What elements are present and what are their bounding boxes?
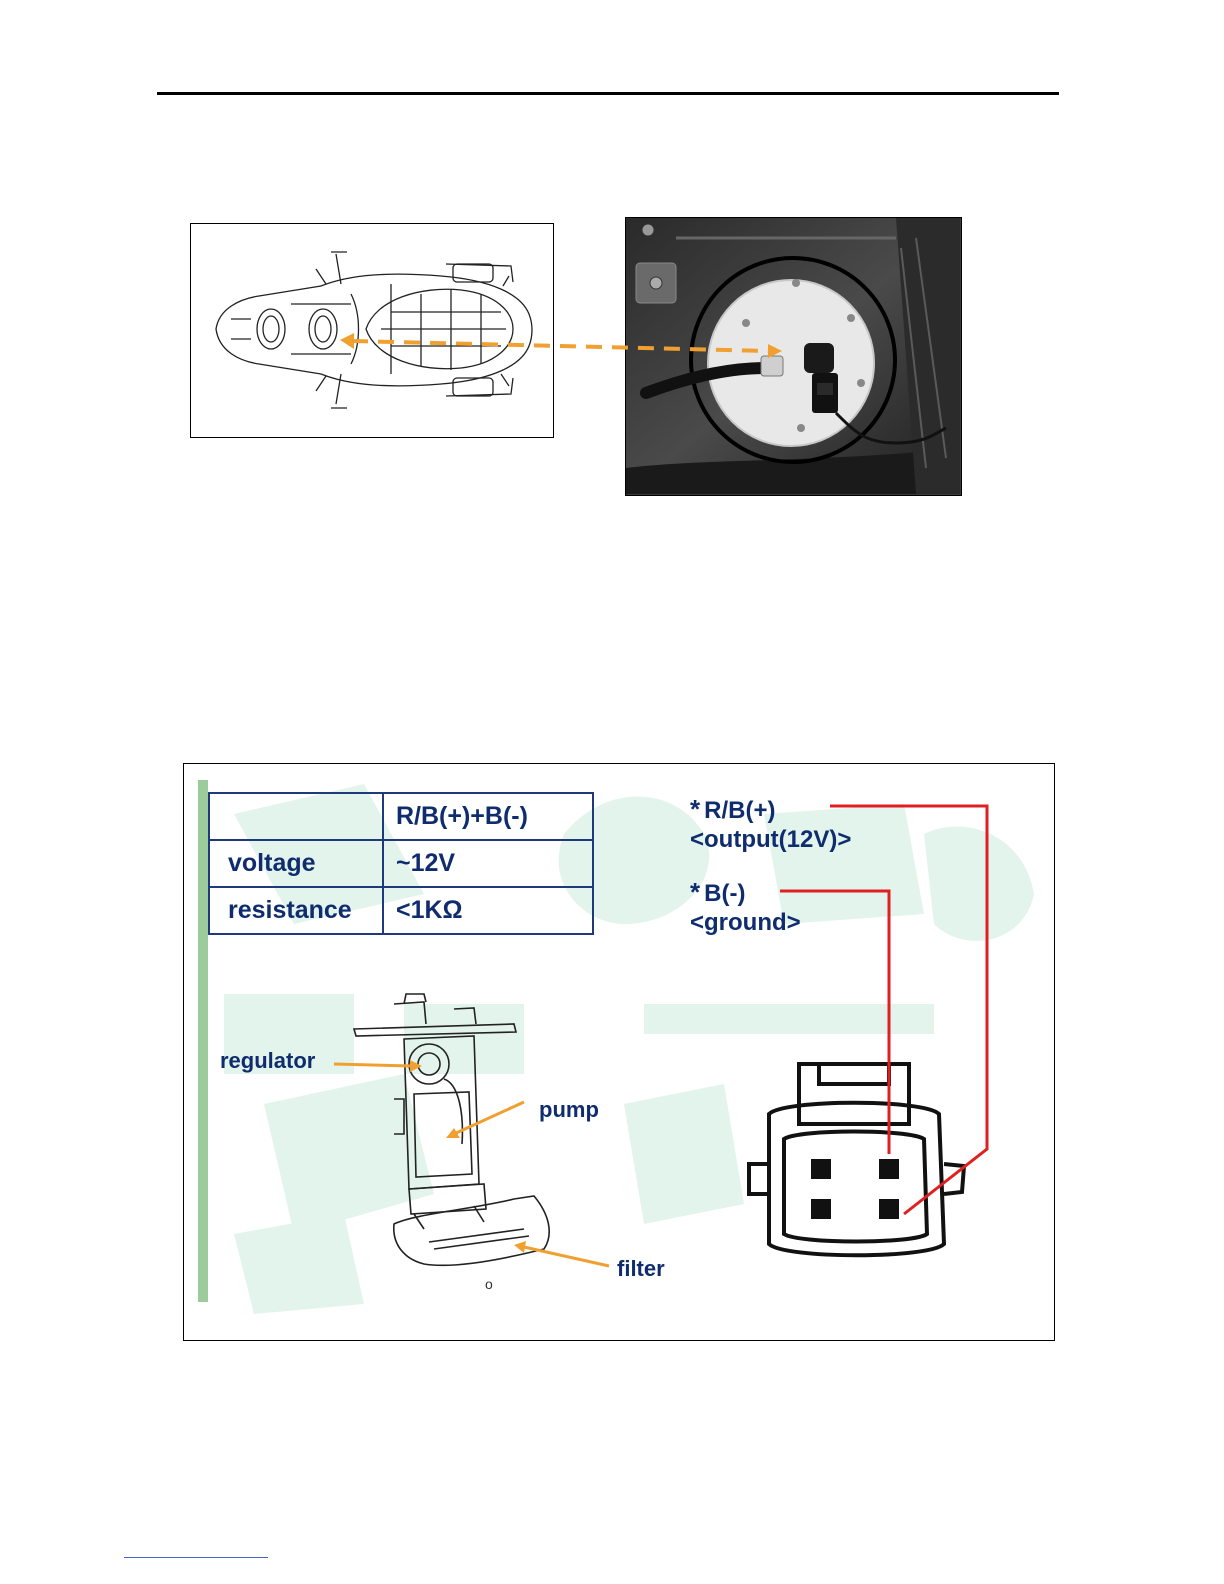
- fuel-pump-wiring-diagram: R/B(+)+B(-) voltage ~12V resistance <1KΩ…: [183, 763, 1055, 1341]
- bottom-link-underline: [124, 1557, 268, 1558]
- small-circle-mark: o: [485, 1276, 493, 1292]
- regulator-label: regulator: [220, 1048, 315, 1074]
- scooter-drawing: [191, 224, 553, 436]
- scooter-top-view-figure: [190, 223, 554, 438]
- pump-label: pump: [539, 1097, 599, 1123]
- fuel-pump-photo: [625, 217, 962, 496]
- photo-illustration: [626, 218, 960, 494]
- filter-label: filter: [617, 1256, 665, 1282]
- top-rule: [157, 92, 1059, 95]
